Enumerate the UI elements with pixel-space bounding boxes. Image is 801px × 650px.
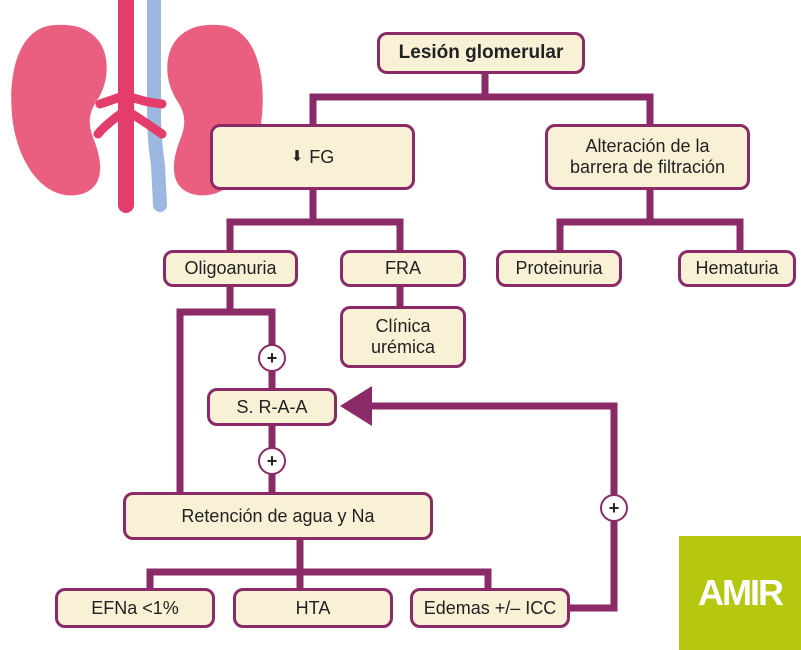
node-barrier-line2: barrera de filtración [569,157,726,177]
node-oligoanuria-label: Oligoanuria [184,258,277,279]
node-sraa-label: S. R-A-A [236,396,308,417]
down-arrow-icon: ⬇ [290,148,304,166]
node-fg: ⬇ FG [210,124,415,190]
amir-logo: AMIR [679,536,801,650]
plus-sign-edemas-feedback: + [600,494,628,522]
node-hta: HTA [233,588,393,628]
node-fg-label: FG [309,146,335,167]
node-fra-label: FRA [385,258,421,279]
node-efna-label: EFNa <1% [91,597,179,618]
node-clinica-line1: Clínica [375,316,431,337]
node-retencion: Retención de agua y Na [123,492,433,540]
node-sraa: S. R-A-A [207,388,337,426]
node-retencion-label: Retención de agua y Na [181,505,375,526]
node-proteinuria: Proteinuria [496,250,622,287]
node-lesion-label: Lesión glomerular [398,42,564,64]
plus-sign-sraa-retencion: + [258,447,286,475]
node-lesion-glomerular: Lesión glomerular [377,32,585,74]
node-efna: EFNa <1% [55,588,215,628]
node-oligoanuria: Oligoanuria [163,250,298,287]
node-fra: FRA [340,250,466,287]
node-clinica-uremica: Clínica urémica [340,306,466,368]
node-proteinuria-label: Proteinuria [515,258,603,279]
feedback-arrowhead [340,386,372,426]
node-clinica-line2: urémica [370,337,436,357]
node-barrier-alteration: Alteración de la barrera de filtración [545,124,750,190]
node-hta-label: HTA [295,597,331,618]
node-edemas-label: Edemas +/– ICC [423,597,557,618]
node-barrier-line1: Alteración de la [585,136,710,157]
amir-logo-text: AMIR [698,572,784,613]
fg-row: ⬇ FG [291,147,335,168]
node-hematuria: Hematuria [678,250,796,287]
node-edemas: Edemas +/– ICC [410,588,570,628]
plus-sign-oligo-sraa: + [258,344,286,372]
node-hematuria-label: Hematuria [695,258,779,279]
